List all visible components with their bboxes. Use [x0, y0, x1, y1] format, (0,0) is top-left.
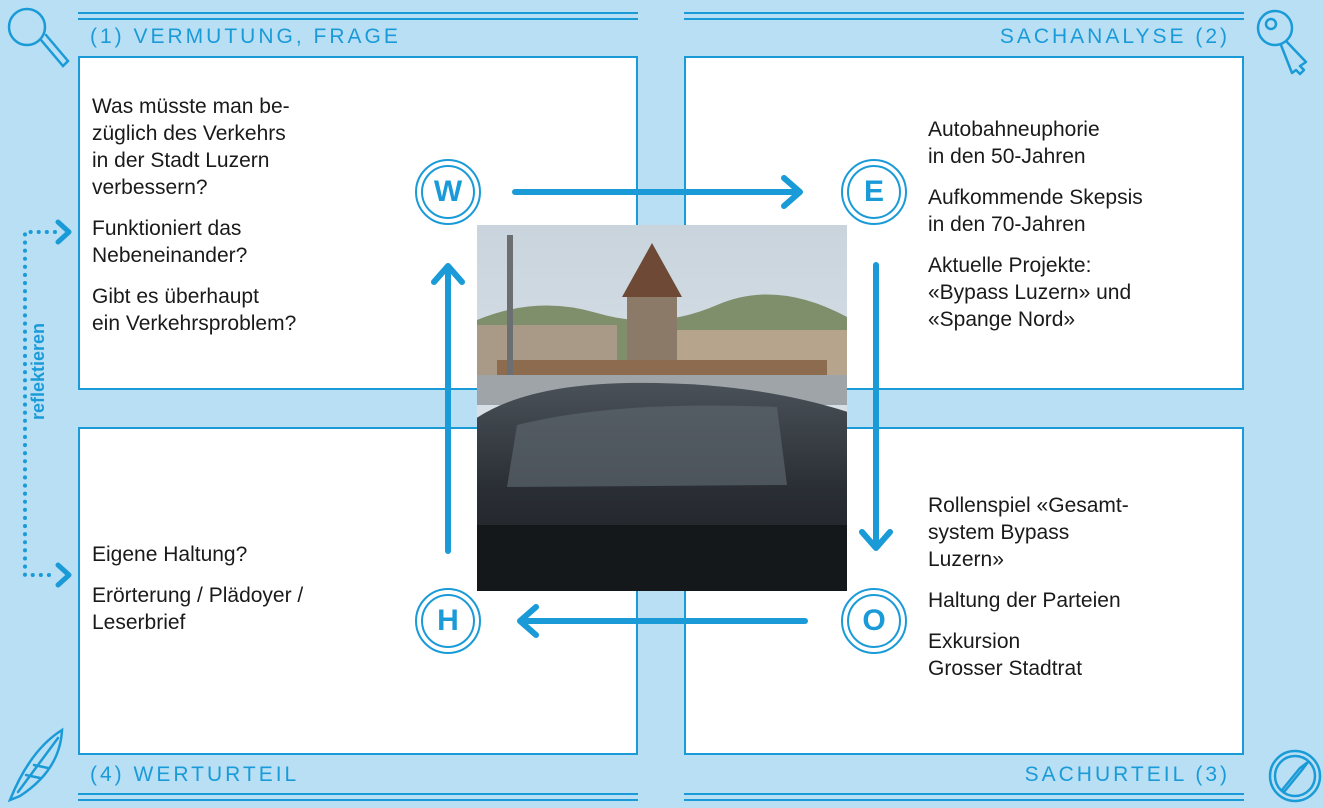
- circle-h-letter: H: [421, 594, 475, 648]
- divider: [78, 427, 80, 755]
- header-rule: [684, 56, 1244, 58]
- circle-w-letter: W: [421, 165, 475, 219]
- footer-rule: [684, 793, 1244, 795]
- divider: [684, 56, 686, 390]
- list-item: Gibt es überhaupt ein Verkehrsproblem?: [92, 285, 297, 335]
- header-rule: [78, 18, 638, 20]
- list-item: Was müsste man be- züglich des Verkehrs …: [92, 95, 290, 199]
- divider: [684, 427, 1244, 429]
- list-item: Autobahneuphorie in den 50-Jahren: [928, 118, 1100, 168]
- text-werturteil: Eigene Haltung? Erörterung / Plädoyer / …: [92, 541, 402, 650]
- footer-rule: [684, 799, 1244, 801]
- header-vermutung: (1) VERMUTUNG, FRAGE: [90, 25, 401, 48]
- header-sachanalyse: SACHANALYSE (2): [999, 25, 1230, 48]
- divider: [636, 56, 638, 390]
- list-item: Aktuelle Projekte: «Bypass Luzern» und «…: [928, 254, 1132, 331]
- footer-rule: [78, 793, 638, 795]
- list-item: Erörterung / Plädoyer / Leserbrief: [92, 584, 304, 634]
- reflect-dotted-path: [23, 230, 57, 577]
- key-icon: [1256, 9, 1308, 76]
- header-rule: [78, 56, 638, 58]
- divider: [78, 56, 80, 390]
- circle-e: E: [841, 159, 907, 225]
- header-rule: [78, 12, 638, 14]
- text-sachanalyse: Autobahneuphorie in den 50-Jahren Aufkom…: [928, 116, 1228, 347]
- divider: [78, 427, 638, 429]
- header-werturteil: (4) WERTURTEIL: [90, 763, 300, 786]
- header-rule: [684, 12, 1244, 14]
- side-label-reflektieren: reflektieren: [28, 322, 48, 420]
- feather-icon: [7, 727, 64, 803]
- footer-rule: [78, 799, 638, 801]
- divider: [684, 388, 1244, 390]
- text-vermutung: Was müsste man be- züglich des Verkehrs …: [92, 93, 402, 351]
- compass-icon: [1268, 749, 1322, 803]
- list-item: Rollenspiel «Gesamt- system Bypass Luzer…: [928, 494, 1129, 571]
- divider: [1242, 56, 1244, 390]
- divider: [1242, 427, 1244, 755]
- footer-rule: [78, 753, 638, 755]
- header-rule: [684, 18, 1244, 20]
- circle-e-letter: E: [847, 165, 901, 219]
- divider: [78, 388, 638, 390]
- photo-luzern-traffic: [477, 225, 847, 591]
- circle-o-letter: O: [847, 594, 901, 648]
- list-item: Aufkommende Skepsis in den 70-Jahren: [928, 186, 1143, 236]
- divider: [636, 427, 638, 755]
- divider: [684, 427, 686, 755]
- text-sachurteil: Rollenspiel «Gesamt- system Bypass Luzer…: [928, 492, 1228, 696]
- circle-w: W: [415, 159, 481, 225]
- list-item: Haltung der Parteien: [928, 589, 1121, 612]
- list-item: Eigene Haltung?: [92, 543, 248, 566]
- list-item: Funktioniert das Nebeneinander?: [92, 217, 248, 267]
- circle-o: O: [841, 588, 907, 654]
- footer-rule: [684, 753, 1244, 755]
- magnifier-icon: [7, 7, 70, 68]
- circle-h: H: [415, 588, 481, 654]
- list-item: Exkursion Grosser Stadtrat: [928, 630, 1083, 680]
- header-sachurteil: SACHURTEIL (3): [1024, 763, 1230, 786]
